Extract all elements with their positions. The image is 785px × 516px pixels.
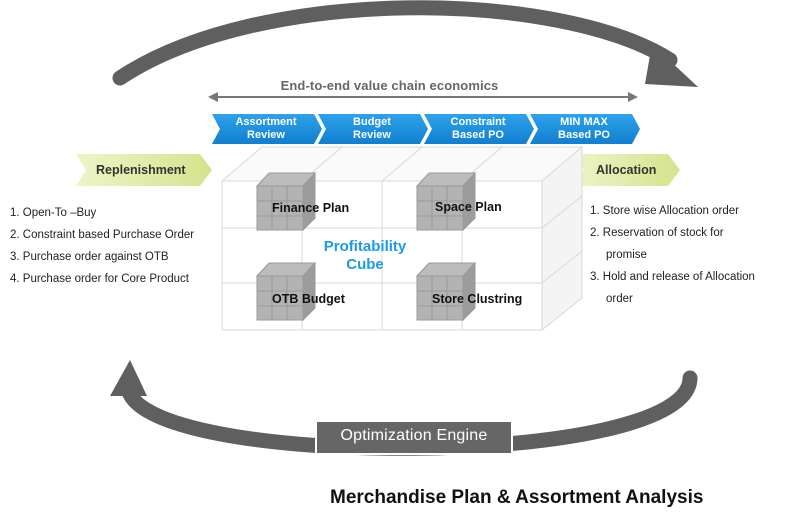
optimization-engine-label: Optimization Engine (340, 427, 488, 444)
allocation-list: 1. Store wise Allocation order 2. Reserv… (590, 200, 780, 310)
step-chevron-4 (530, 114, 640, 144)
replenishment-chevron (76, 154, 212, 186)
cube-cell-space-plan: Space Plan (435, 200, 502, 214)
value-chain-label: End-to-end value chain economics (280, 78, 499, 93)
value-chain-arrow (208, 92, 638, 102)
allocation-label: Allocation (596, 163, 657, 177)
space-plan-cube-icon (415, 171, 477, 232)
finance-plan-cube-icon (255, 171, 317, 232)
cube-cell-finance-plan: Finance Plan (272, 201, 350, 215)
step-chevron-3 (424, 114, 534, 144)
list-item: 3. Hold and release of Allocation (590, 271, 755, 283)
list-item: 2. Constraint based Purchase Order (10, 229, 195, 241)
list-item: 4. Purchase order for Core Product (10, 273, 189, 285)
list-item: 3. Purchase order against OTB (10, 251, 169, 263)
top-cycle-arrow (112, 0, 698, 87)
step-chevrons (212, 114, 640, 144)
list-item: 2. Reservation of stock for (590, 227, 724, 239)
step-chevron-1 (212, 114, 322, 144)
step-chevron-2 (318, 114, 428, 144)
cube-cell-otb-budget: OTB Budget (272, 292, 345, 306)
cube-cell-store-clustring: Store Clustring (432, 292, 523, 306)
optimization-engine-box (315, 420, 513, 455)
store-clustring-cube-icon (415, 261, 477, 322)
list-item: 1. Store wise Allocation order (590, 205, 739, 217)
allocation-chevron (574, 154, 680, 186)
cube-title: Profitability Cube (323, 238, 407, 273)
list-item: 1. Open-To –Buy (10, 207, 97, 219)
page-title: Merchandise Plan & Assortment Analysis (330, 487, 704, 508)
replenishment-list: 1. Open-To –Buy 2. Constraint based Purc… (10, 202, 194, 290)
otb-budget-cube-icon (255, 261, 317, 322)
replenishment-label: Replenishment (96, 163, 186, 177)
